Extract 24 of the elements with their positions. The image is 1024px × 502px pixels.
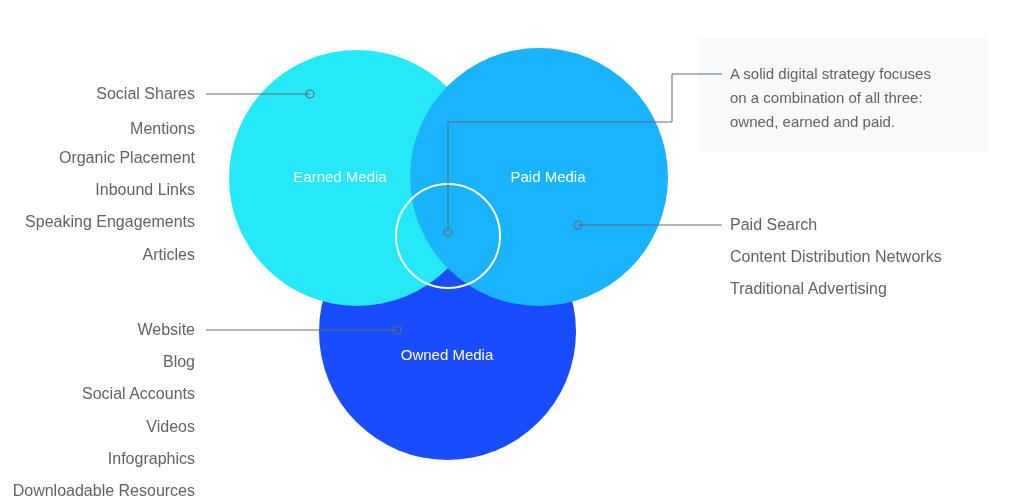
list-item: Mentions bbox=[129, 119, 195, 139]
leader-line bbox=[205, 89, 315, 99]
list-item: Articles bbox=[141, 245, 195, 265]
leader-line bbox=[573, 220, 723, 230]
list-item: Speaking Engagements bbox=[24, 212, 195, 232]
list-item: Content Distribution Networks bbox=[730, 247, 942, 267]
callout-text: A solid digital strategy focuses on a combination of all three: owned, earned and paid. bbox=[730, 64, 932, 132]
circle-label: Owned Media bbox=[400, 344, 494, 365]
list-item: Social Shares bbox=[95, 84, 195, 104]
list-item: Inbound Links bbox=[94, 180, 195, 200]
circle-label: Paid Media bbox=[510, 166, 586, 187]
leader-line bbox=[443, 73, 723, 237]
leader-line bbox=[205, 325, 402, 335]
list-item: Blog bbox=[161, 352, 195, 372]
list-item: Paid Search bbox=[730, 215, 819, 235]
circle-label: Earned Media bbox=[293, 166, 387, 187]
highlight-ring bbox=[395, 183, 501, 289]
list-item: Website bbox=[136, 320, 195, 340]
list-item: Traditional Advertising bbox=[730, 279, 887, 299]
list-item: Social Accounts bbox=[81, 384, 195, 404]
list-item: Organic Placement bbox=[57, 148, 195, 168]
list-item: Videos bbox=[145, 417, 195, 437]
list-item: Downloadable Resources bbox=[11, 481, 195, 501]
list-item: Infographics bbox=[106, 449, 195, 469]
